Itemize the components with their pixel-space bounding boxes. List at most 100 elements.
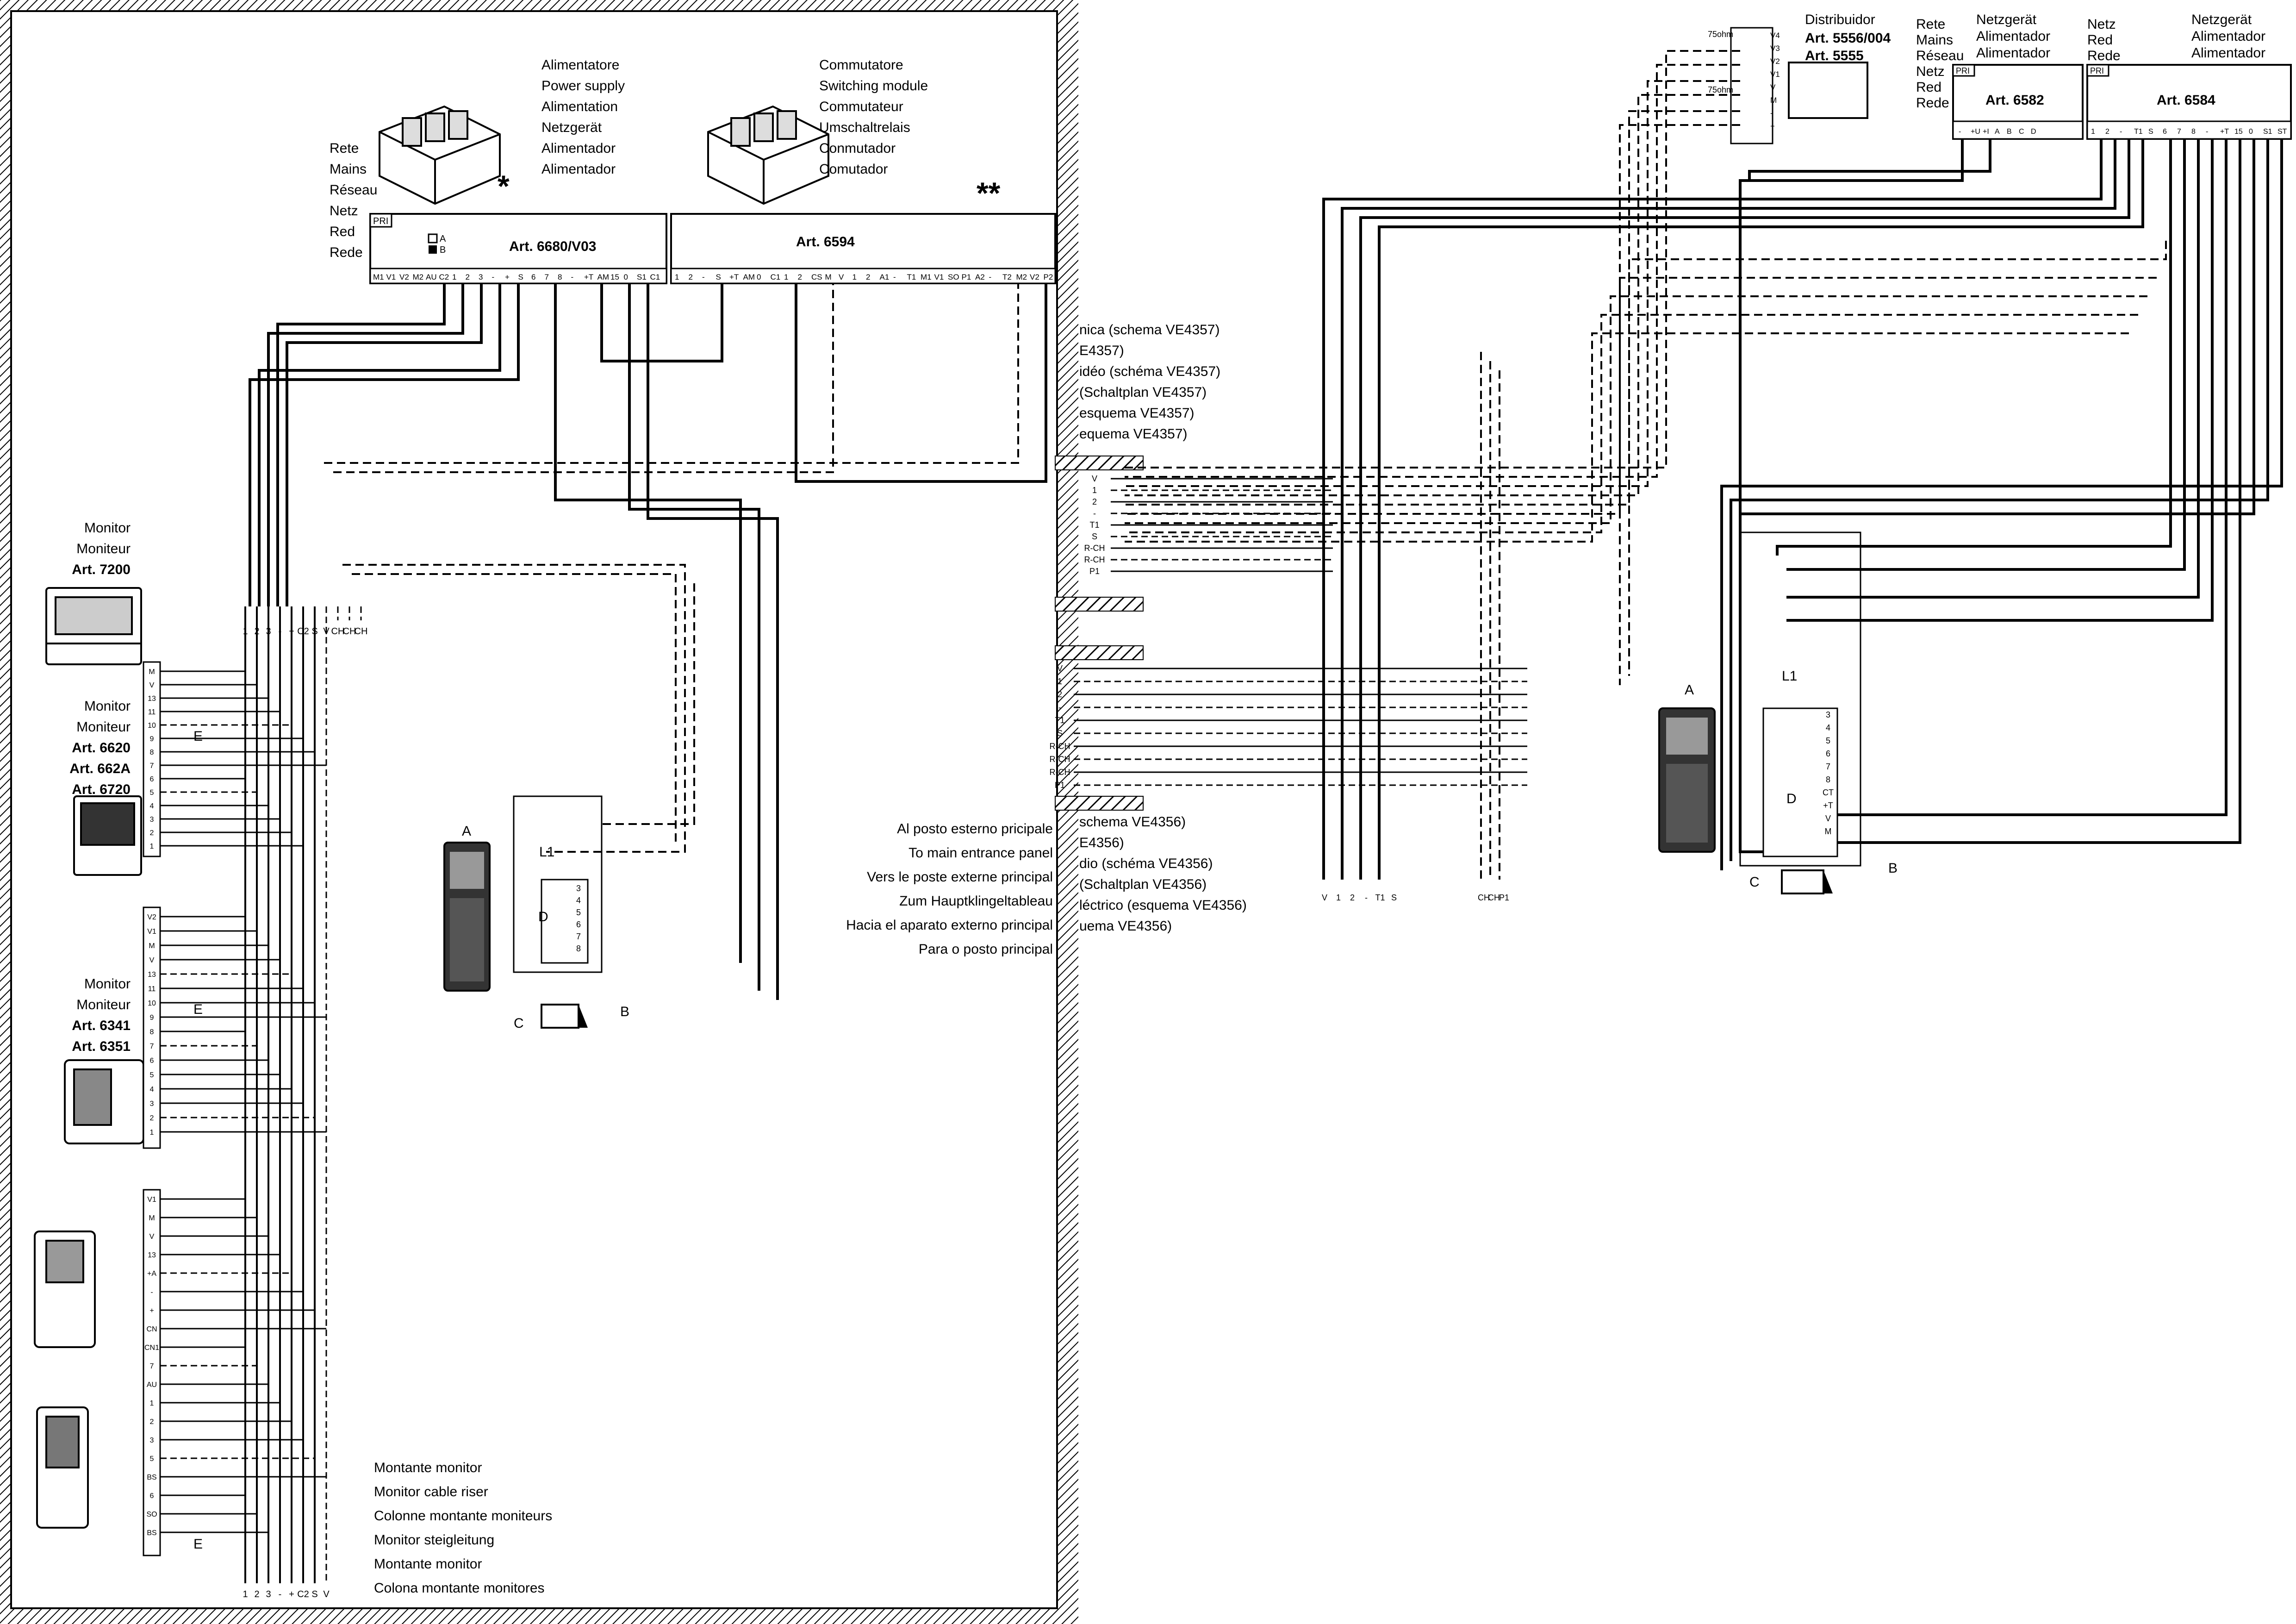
ps-terminal-label: + (505, 273, 510, 281)
sm-terminal-label: 1 (784, 273, 788, 281)
sm-title-line: Comutador (819, 162, 888, 177)
monitor-label-line: Monitor (84, 699, 131, 714)
terminal-6582-label: +I (1983, 128, 1989, 136)
switching-module-6594 (670, 213, 1056, 284)
sm-terminal-label: 1 (852, 273, 857, 281)
scheme-line: dio (schéma VE4356) (1079, 856, 1213, 871)
sm-terminal-label: 2 (866, 273, 870, 281)
sm-terminal-label: C1 (771, 273, 781, 281)
monitor-label-line: Art. 7200 (72, 562, 131, 577)
connector-upper-label: 2 (1092, 497, 1097, 506)
sm-terminal-label: 2 (689, 273, 693, 281)
sm-terminal-label: +T (729, 273, 739, 281)
ps-terminal-label: V2 (399, 273, 409, 281)
panel-label-d: D (538, 909, 548, 924)
panel-right-terminal-label: 6 (1826, 749, 1830, 758)
monitor-6341-terminal-label: 11 (148, 985, 156, 993)
right-bottom-label: CH (1478, 893, 1490, 902)
distributor-terminal-label: V1 (1770, 70, 1780, 79)
scheme-upper-caption: nica (schema VE4357) E4357) idéo (schéma… (1079, 322, 1220, 442)
switch-e-label: E (193, 729, 203, 744)
monitor-6341-terminal-label: V (149, 956, 155, 964)
text-layer: Alimentatore Power supply Alimentation N… (69, 12, 2265, 1596)
ps-terminal-label: C1 (650, 273, 660, 281)
distributor-line: Art. 5555 (1805, 48, 1864, 63)
monitor-7200-label: Monitor Moniteur Art. 7200 (72, 520, 131, 577)
ps-terminal-label: 7 (545, 273, 549, 281)
monitor-bottom-terminal-label: BS (147, 1529, 156, 1537)
switch-e-label: E (193, 1002, 203, 1017)
connector-lower-label: - (1058, 703, 1061, 712)
mains-6584-line: Red (2087, 32, 2113, 48)
monitor-label-line: Art. 6720 (72, 782, 131, 797)
terminal-6584-label: 1 (2091, 128, 2095, 136)
panel-right-terminal-label: CT (1823, 788, 1834, 797)
sm-terminal-label: V (839, 273, 844, 281)
monitor-6341-terminal-label: 1 (150, 1129, 154, 1137)
monitor-bottom-terminal-label: AU (147, 1381, 157, 1389)
sm-terminal-label: - (702, 273, 705, 281)
right-bottom-label: 2 (1350, 893, 1355, 902)
riser-bottom-label: 2 (254, 1589, 259, 1599)
monitor-label-line: Art. 6620 (72, 740, 131, 756)
riser-bottom-label: 3 (266, 1589, 271, 1599)
sm-terminal-label: - (989, 273, 992, 281)
panel-right-terminal-label: 8 (1826, 775, 1830, 784)
riser-top-label: CH (355, 626, 368, 637)
sm-terminal-label: 2 (798, 273, 802, 281)
terminal-6584-label: +T (2220, 128, 2229, 136)
switching-module-title: Commutatore Switching module Commutateur… (819, 57, 928, 177)
panel-right-terminal-label: +T (1823, 801, 1833, 810)
monitor-6620-terminal-label: 6 (150, 775, 154, 783)
riser-line: Montante monitor (374, 1460, 482, 1475)
monitor-6341-terminal-label: 9 (150, 1014, 154, 1022)
switching-module-picture (707, 105, 829, 205)
right-bottom-label: CH (1488, 893, 1500, 902)
connector-lower-label: 2 (1058, 690, 1062, 699)
monitor-label-line: Moniteur (76, 997, 131, 1012)
monitor-bottom-terminal-strip (143, 1189, 161, 1556)
ps-terminal-label: C2 (439, 273, 449, 281)
monitor-bottom-terminal-label: 6 (150, 1492, 154, 1500)
connector-lower-label: T1 (1055, 716, 1064, 725)
sm-terminal-label: T1 (907, 273, 916, 281)
distributor-terminal-label: - (1770, 109, 1773, 118)
title-6582-line: Alimentador (1976, 45, 2050, 61)
mains-6582-line: Red (1916, 80, 1941, 95)
panel-label-c: C (514, 1016, 524, 1031)
entrance-line: To main entrance panel (908, 845, 1053, 861)
sm-terminal-label: M1 (921, 273, 932, 281)
panel-right-terminal-label: M (1825, 827, 1832, 836)
mains-6582-line: Rete (1916, 17, 1945, 32)
ps-terminal-label: - (492, 273, 495, 281)
monitor-bottom-terminal-label: CN1 (144, 1344, 159, 1352)
riser-top-label: CH (331, 626, 345, 637)
riser-bottom-label: C2 (297, 1589, 309, 1599)
riser-top-label: V (323, 626, 330, 637)
terminal-6584-label: 0 (2249, 128, 2253, 136)
scheme-line: schema VE4356) (1079, 814, 1186, 830)
monitor-6341-terminal-label: 10 (148, 999, 156, 1007)
monitor-7200-picture (45, 587, 142, 665)
sm-title-line: Commutatore (819, 57, 903, 73)
riser-caption: Montante monitor Monitor cable riser Col… (374, 1460, 552, 1596)
scheme-line: esquema VE4357) (1079, 406, 1195, 421)
power-supply-picture (379, 105, 501, 205)
connector-lower-label: S (1057, 729, 1063, 738)
terminal-6584-label: ST (2277, 128, 2287, 136)
monitor-6341-terminal-label: 2 (150, 1114, 154, 1122)
scheme-line: idéo (schéma VE4357) (1079, 364, 1220, 379)
power-supply-title: Alimentatore Power supply Alimentation N… (541, 57, 625, 177)
ps-title-line: Alimentador (541, 162, 616, 177)
monitor-bottom-terminal-label: SO (146, 1511, 157, 1518)
supply-wiring-dashed (324, 283, 1019, 853)
monitor-6620-terminal-label: 10 (148, 722, 156, 730)
connector-lower-label: 1 (1058, 677, 1062, 686)
sm-terminal-label: V1 (934, 273, 944, 281)
monitor-6620-terminal-label: 4 (150, 802, 154, 810)
pri-6582: PRI (1956, 66, 1970, 75)
supply-6582-labels: Rete Mains Réseau Netz Red Rede Netzgerä… (1916, 12, 2050, 111)
scheme-line: E4357) (1079, 343, 1124, 358)
connector-upper-label: S (1092, 532, 1097, 541)
